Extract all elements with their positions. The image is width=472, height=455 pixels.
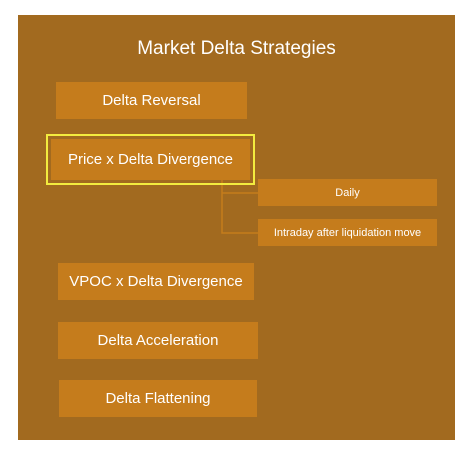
node-vpoc-delta-divergence[interactable]: VPOC x Delta Divergence (58, 263, 254, 300)
node-delta-reversal[interactable]: Delta Reversal (56, 82, 247, 119)
node-intraday-after-liquidation[interactable]: Intraday after liquidation move (258, 219, 437, 246)
connector-lines (221, 171, 258, 234)
node-price-delta-divergence[interactable]: Price x Delta Divergence (51, 139, 250, 180)
diagram-title: Market Delta Strategies (137, 38, 336, 59)
selection-highlight (46, 134, 255, 185)
node-daily[interactable]: Daily (258, 179, 437, 206)
node-delta-flattening[interactable]: Delta Flattening (59, 380, 257, 417)
node-delta-acceleration[interactable]: Delta Acceleration (58, 322, 258, 359)
diagram-canvas: Market Delta Strategies Delta Reversal P… (18, 15, 455, 440)
connector-to-intraday (221, 171, 258, 234)
